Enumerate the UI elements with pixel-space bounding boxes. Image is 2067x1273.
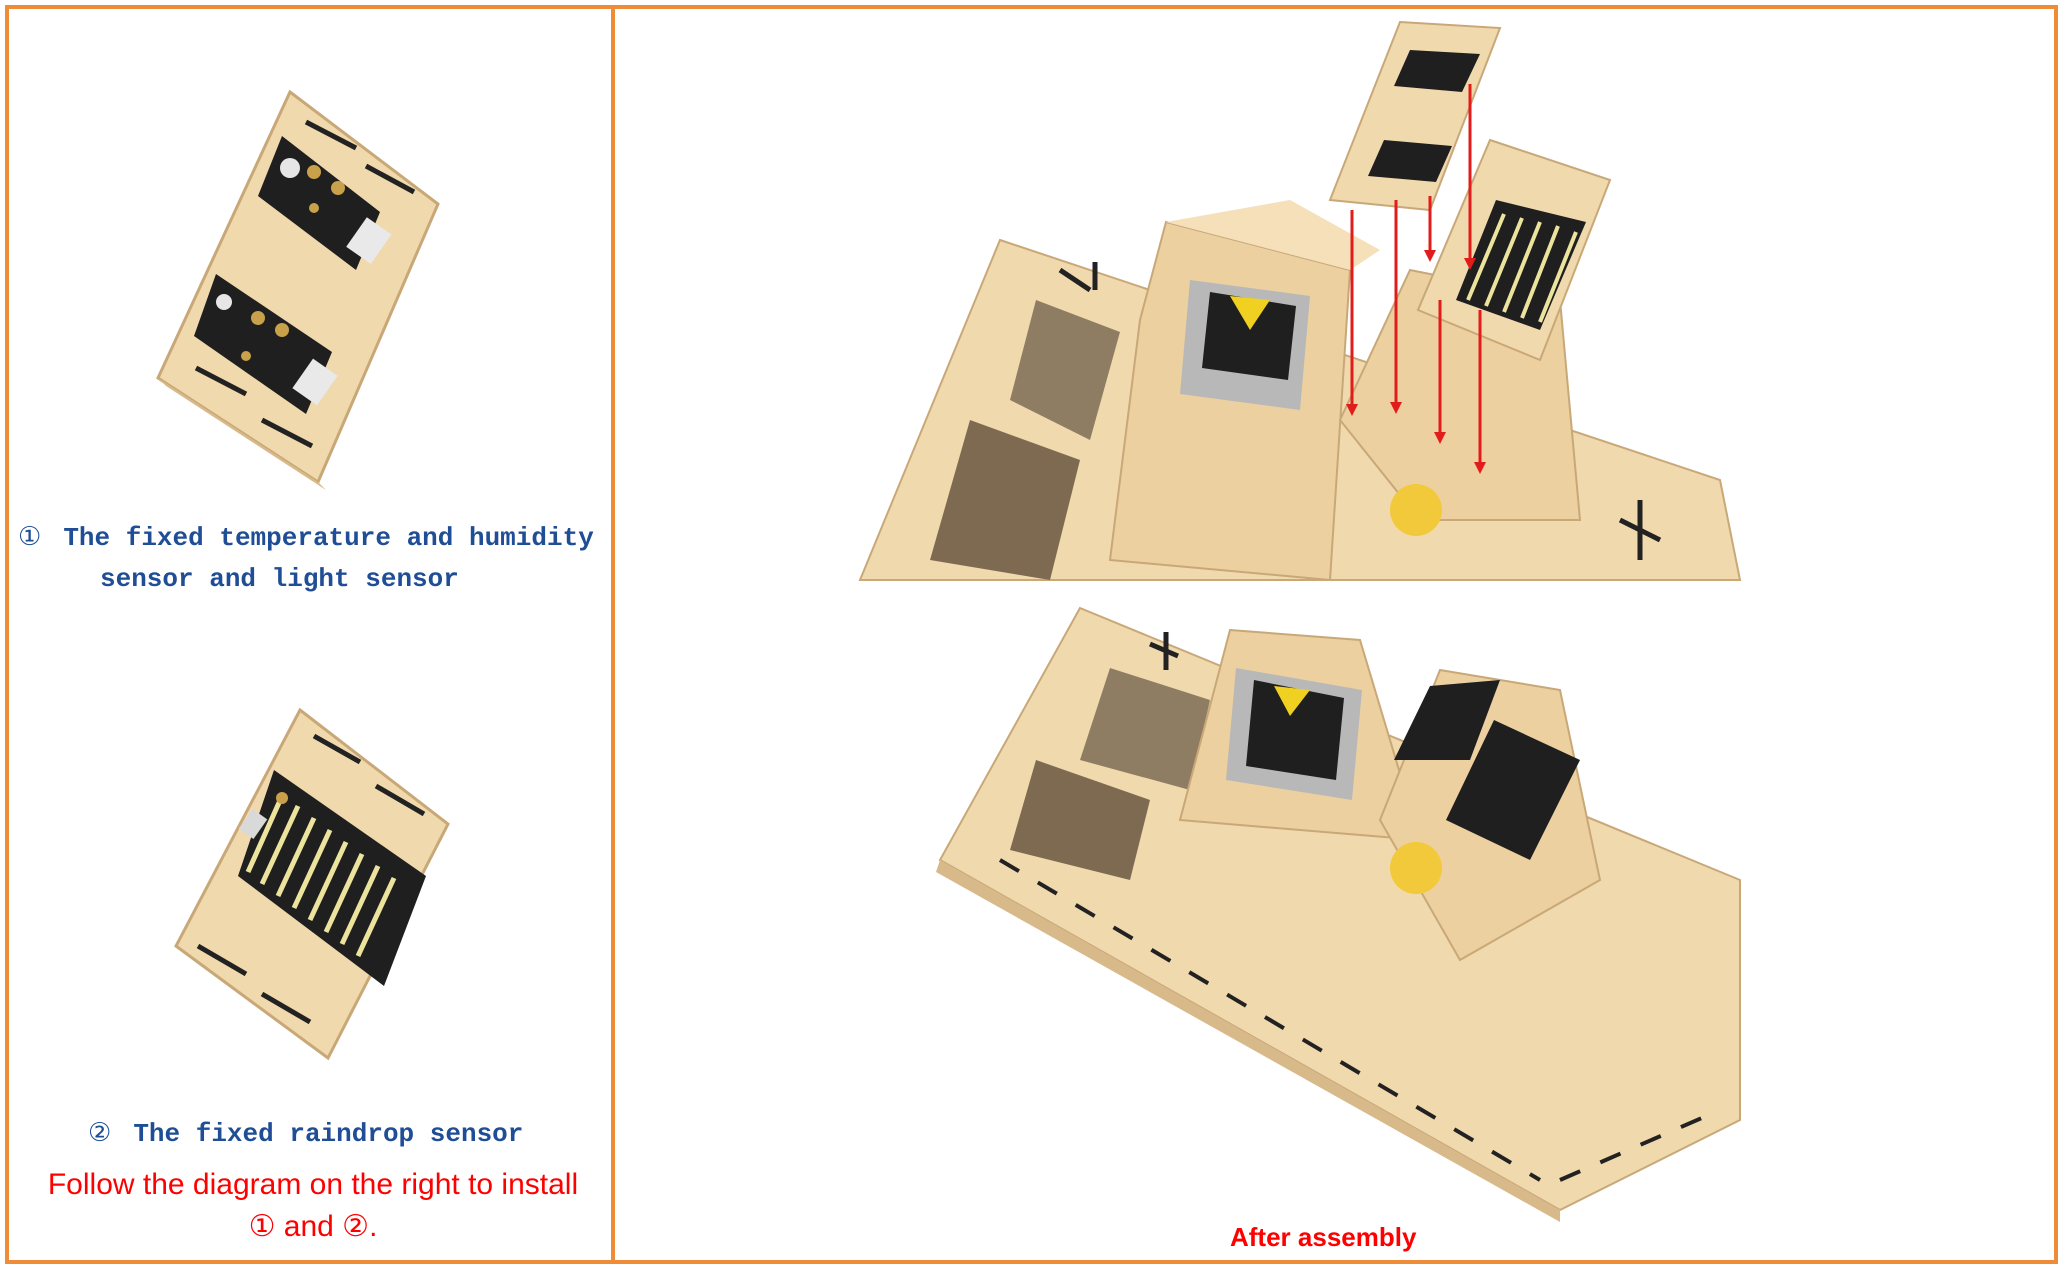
step1-caption-line1: The fixed temperature and humidity <box>63 523 594 553</box>
step2-caption: ② The fixed raindrop sensor <box>88 1112 523 1155</box>
temp-light-sensor-plate-illustration <box>156 89 440 490</box>
raindrop-sensor-plate-illustration <box>174 707 450 1061</box>
install-instruction: Follow the diagram on the right to insta… <box>18 1164 608 1248</box>
step2-number: ② <box>88 1118 112 1148</box>
exploded-assembly-illustration <box>858 20 1742 582</box>
step2-caption-text: The fixed raindrop sensor <box>133 1119 524 1149</box>
step1-caption-line2: sensor and light sensor <box>100 564 459 594</box>
instruction-line2: ① and ②. <box>248 1210 378 1243</box>
step1-caption-second-line: sensor and light sensor <box>100 558 459 600</box>
panel-divider <box>611 5 615 1264</box>
step1-caption: ① The fixed temperature and humidity <box>18 516 594 559</box>
outer-frame <box>5 5 2058 1264</box>
step1-number: ① <box>18 522 42 552</box>
instruction-line1: Follow the diagram on the right to insta… <box>47 1168 579 1201</box>
after-assembly-label: After assembly <box>1230 1222 1417 1252</box>
assembled-house-illustration <box>936 606 1741 1222</box>
